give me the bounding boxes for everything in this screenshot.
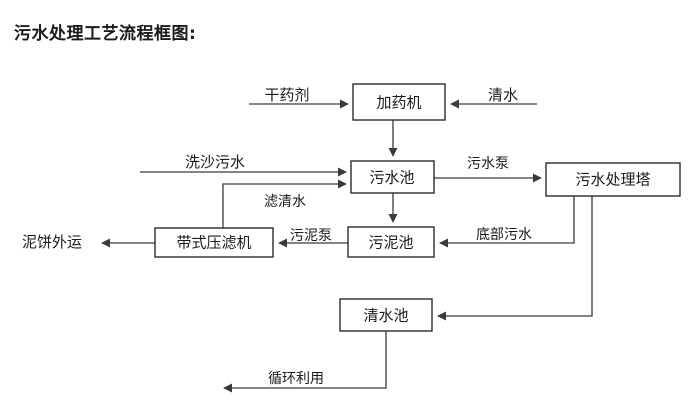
node-sludge-pool[interactable]: 污泥池 [347, 226, 435, 258]
node-label-wastewater-pool: 污水池 [369, 169, 414, 187]
node-wastewater-pool[interactable]: 污水池 [350, 160, 435, 194]
edge-tower-to-clean-water-pool [437, 196, 593, 321]
edge-label-filtered-clean-water: 滤清水 [264, 194, 306, 210]
node-dosing-machine[interactable]: 加药机 [352, 83, 446, 121]
node-treatment-tower[interactable]: 污水处理塔 [545, 162, 681, 197]
external-label-sand-wash-wastewater: 洗沙污水 [185, 153, 245, 171]
external-label-mud-cake-out: 泥饼外运 [22, 233, 82, 251]
node-label-treatment-tower: 污水处理塔 [575, 171, 650, 189]
node-label-dosing-machine: 加药机 [376, 94, 421, 112]
edge-label-recycle-reuse: 循环利用 [268, 371, 324, 387]
edge-tower-to-sludge-pool [439, 196, 575, 248]
edge-label-bottom-wastewater: 底部污水 [476, 227, 532, 243]
node-belt-filter-press[interactable]: 带式压滤机 [154, 227, 274, 258]
node-clean-water-pool[interactable]: 清水池 [339, 298, 433, 332]
edge-label-sludge-pump: 污泥泵 [290, 228, 332, 244]
edge-press-to-wastewater-pool [222, 179, 347, 228]
edge-clean-water-pool-to-recycle [223, 331, 387, 393]
external-label-clean-water-in: 清水 [488, 86, 518, 104]
node-label-belt-filter-press: 带式压滤机 [176, 234, 251, 252]
external-label-dry-chemical: 干药剂 [264, 86, 309, 104]
node-label-clean-water-pool: 清水池 [363, 307, 408, 325]
edge-label-wastewater-pump: 污水泵 [467, 156, 509, 172]
page-title: 污水处理工艺流程框图: [14, 24, 197, 44]
node-label-sludge-pool: 污泥池 [368, 234, 413, 252]
